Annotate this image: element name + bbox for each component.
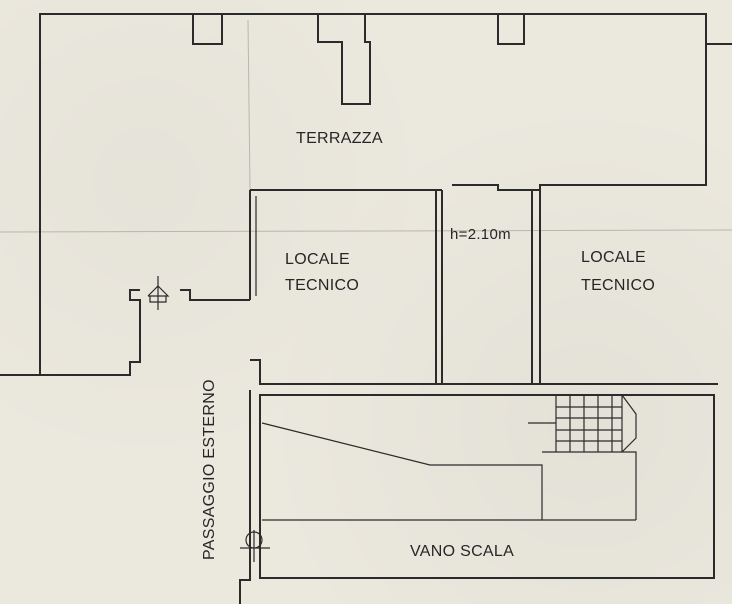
terrace-lower-left-wall — [40, 289, 141, 376]
utility-pipe — [180, 289, 250, 301]
stair-ramp-line — [261, 422, 636, 521]
corridor-walls — [441, 190, 533, 385]
label-passaggio-esterno: PASSAGGIO ESTERNO — [201, 379, 218, 560]
label-terrazza: TERRAZZA — [296, 130, 383, 147]
paper-fold-vertical — [247, 19, 251, 191]
utility-fixture-icon-lower — [240, 530, 270, 562]
utility-fixture-icon — [147, 276, 170, 310]
vano-scala-walls — [259, 394, 715, 579]
label-locale-tecnico-left-line2: TECNICO — [285, 277, 359, 294]
terrace-outer-wall — [0, 13, 732, 376]
top-pillar-left — [192, 14, 223, 45]
right-double-wall — [532, 189, 540, 385]
label-locale-tecnico-right-line2: TECNICO — [581, 277, 655, 294]
locale-tecnico-left-double-wall — [436, 189, 442, 385]
locale-tecnico-left-walls — [250, 189, 437, 385]
paper-fold-horizontal — [0, 229, 732, 233]
stair-steps — [555, 394, 637, 453]
label-locale-tecnico-right-line1: LOCALE — [581, 249, 646, 266]
terrace-right-wall — [452, 44, 707, 191]
stair-landing — [262, 451, 637, 521]
vano-scala-outer-left — [239, 390, 251, 604]
label-locale-tecnico-left-line1: LOCALE — [285, 251, 350, 268]
top-pillar-right — [497, 14, 525, 45]
label-height: h=2.10m — [450, 226, 511, 243]
label-vano-scala: VANO SCALA — [410, 543, 514, 560]
top-pillar-center — [317, 14, 371, 105]
